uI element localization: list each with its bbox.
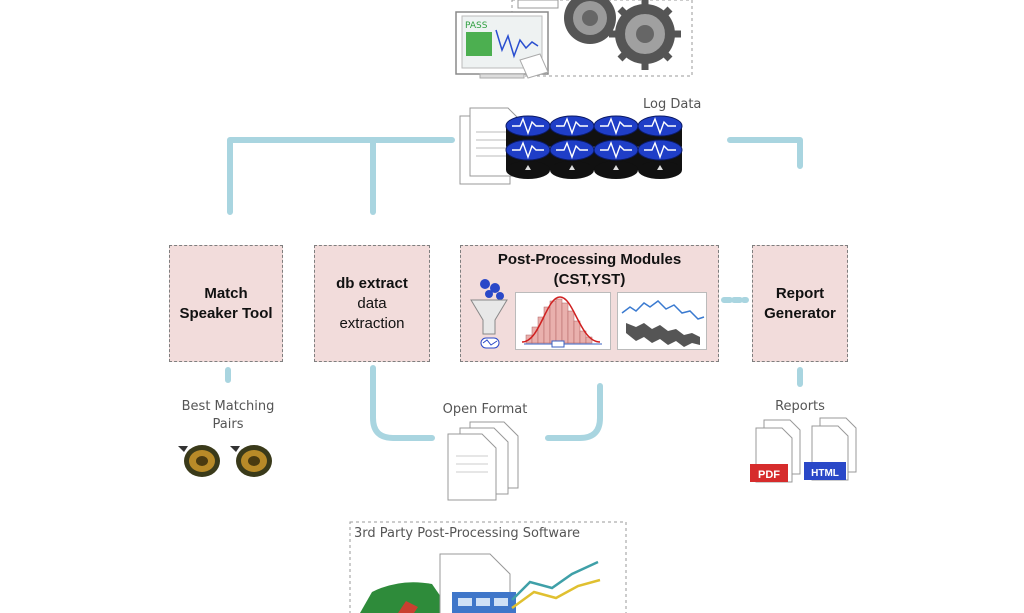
line-chart-icon — [621, 300, 705, 347]
match-speaker-tool-module: Match Speaker Tool — [169, 245, 283, 362]
pass-label: PASS — [465, 21, 488, 31]
speaker-icon — [230, 445, 272, 477]
html-icon: HTML — [804, 417, 857, 481]
module-text: data — [357, 295, 387, 312]
pdf-icon: PDF — [750, 419, 801, 483]
best-matching-line: Best Matching — [181, 399, 275, 414]
database-icon — [505, 115, 683, 179]
histogram-icon — [521, 296, 602, 348]
best-matching-label: Best Matching Pairs — [168, 399, 288, 432]
reports-label: Reports — [775, 399, 825, 414]
line-chart-panel — [617, 292, 707, 350]
module-title: db extract — [336, 275, 408, 292]
database-cylinder — [637, 139, 683, 179]
report-generator-module: Report Generator — [752, 245, 848, 362]
db-extract-module: db extract data extraction — [314, 245, 430, 362]
funnel-icon — [470, 279, 508, 349]
module-subtitle: (CST,YST) — [553, 271, 626, 288]
gears-icon — [564, 0, 681, 70]
module-text: extraction — [339, 315, 405, 332]
database-cylinder — [593, 139, 639, 179]
log-data-label: Log Data — [643, 97, 701, 112]
post-processing-module: Post-Processing Modules (CST,YST) — [460, 245, 719, 362]
html-label: HTML — [811, 468, 839, 479]
software-icon — [360, 553, 601, 613]
third-party-box — [349, 521, 627, 613]
histogram-panel — [515, 292, 611, 350]
files-icon — [447, 421, 519, 501]
open-format-label: Open Format — [442, 402, 528, 417]
connectors — [225, 137, 803, 441]
module-title: Generator — [764, 305, 836, 322]
speaker-icon — [178, 445, 220, 477]
module-title: Post-Processing Modules — [497, 251, 682, 268]
test-system: PASS — [455, 0, 693, 79]
module-title: Report — [775, 285, 825, 302]
third-party-label: 3rd Party Post-Processing Software — [354, 526, 581, 541]
best-matching-line: Pairs — [212, 417, 244, 432]
database-cylinder — [549, 139, 595, 179]
pdf-label: PDF — [758, 469, 780, 481]
module-title: Speaker Tool — [179, 305, 273, 322]
module-title: Match — [204, 285, 248, 302]
database-cylinder — [505, 139, 551, 179]
test-monitor-icon: PASS — [455, 0, 559, 79]
